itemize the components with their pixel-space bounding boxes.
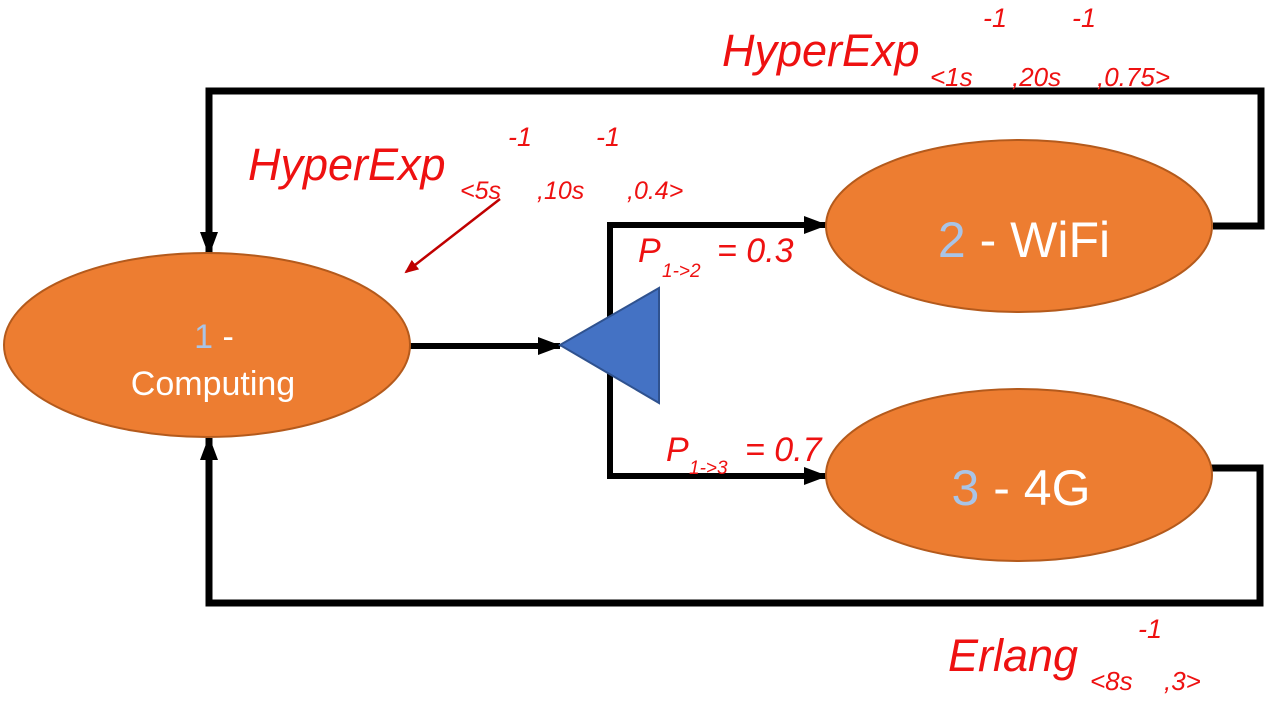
label-p12: P 1->2 = 0.3 [638,232,794,282]
label-erlang-sub2: ,3> [1164,666,1201,696]
node-wifi-name: - WiFi [966,212,1110,268]
label-erlang-sub1: <8s [1090,666,1133,696]
label-hyperexp-top-left-sup1: -1 [508,122,532,152]
label-hyperexp-top-right: HyperExp -1 -1 <1s ,20s ,0.75> [722,3,1170,92]
label-hyperexp-top-right-sup1: -1 [983,3,1007,33]
node-wifi-number: 2 [938,212,966,268]
label-erlang-bottom: Erlang -1 <8s ,3> [948,614,1201,696]
label-hyperexp-top-left-sup2: -1 [596,122,620,152]
node-lte-label: 3 - 4G [952,460,1091,516]
node-computing-number: 1 [194,318,213,356]
label-erlang-name: Erlang [948,630,1078,681]
label-p13-p: P [666,431,689,469]
node-computing-dash: - [213,318,234,356]
label-hyperexp-top-right-name: HyperExp [722,25,920,76]
node-lte-number: 3 [952,460,980,516]
label-hyperexp-top-right-sup2: -1 [1072,3,1096,33]
label-p12-p: P [638,232,661,270]
label-hyperexp-top-left: HyperExp -1 -1 <5s ,10s ,0.4> [248,122,683,205]
label-hyperexp-top-right-sub2: ,20s [1012,62,1061,92]
router-to-lte-line [607,374,828,485]
label-p12-value: = 0.3 [717,232,794,270]
label-hyperexp-top-left-sub3: ,0.4> [627,177,683,205]
lte-feedback-line [200,436,1264,607]
router-triangle [558,286,660,405]
node-computing: 1 - Computing [3,252,411,438]
label-hyperexp-top-left-sub2: ,10s [537,177,584,205]
label-hyperexp-top-right-sub3: ,0.75> [1097,62,1170,92]
label-p13-value: = 0.7 [745,431,823,469]
node-lte-name: - 4G [979,460,1090,516]
label-hyperexp-top-right-sub1: <1s [930,62,973,92]
label-p13: P 1->3 = 0.7 [666,431,823,479]
node-wifi: 2 - WiFi [825,139,1213,313]
label-p13-sub: 1->3 [689,458,728,479]
label-p12-sub: 1->2 [662,261,701,282]
pointer-arrow [404,198,501,274]
label-erlang-sup1: -1 [1138,614,1162,644]
node-computing-label-line2: Computing [131,365,295,403]
label-hyperexp-top-left-sub1: <5s [460,177,501,205]
wifi-feedback-line [200,87,1265,256]
node-wifi-label: 2 - WiFi [938,212,1110,268]
label-hyperexp-top-left-name: HyperExp [248,139,446,190]
node-lte: 3 - 4G [825,388,1213,562]
node-computing-label-line1: 1 - [194,318,234,356]
